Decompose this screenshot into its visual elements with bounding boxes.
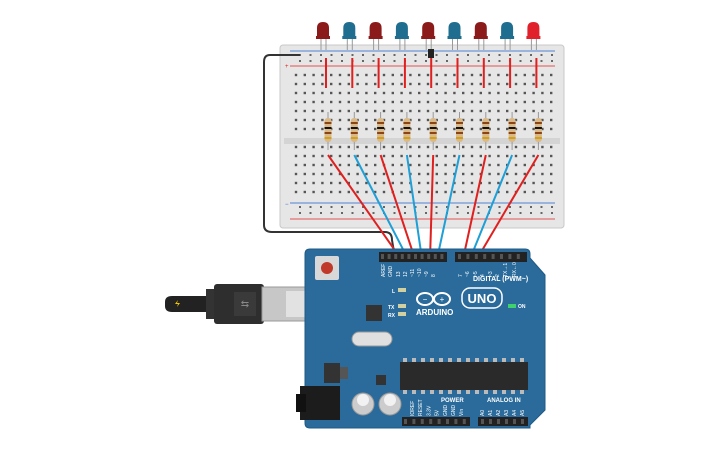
- resistor-1: [324, 112, 332, 150]
- resistor-4: [403, 112, 411, 150]
- plus-marker: +: [285, 64, 289, 70]
- pin-label: 7: [458, 274, 464, 277]
- led-3[interactable]: [368, 22, 383, 50]
- header-power: [402, 417, 470, 426]
- pin-label: ~9: [424, 271, 430, 277]
- resistor-row: [324, 112, 542, 150]
- wire-res-8[interactable]: [469, 154, 514, 260]
- resistor-3: [377, 112, 385, 150]
- power-header-label: POWER: [441, 398, 464, 404]
- pin-label: TX→1: [503, 263, 509, 277]
- power-pin-label: GND: [451, 405, 457, 417]
- usb-connector: ⇆: [165, 284, 313, 324]
- led-9[interactable]: [526, 22, 541, 50]
- power-pin-label: 3.3V: [426, 405, 432, 416]
- pin-label: ~5: [473, 271, 479, 277]
- pin-label: GND: [388, 266, 394, 278]
- ground-wire[interactable]: [263, 54, 396, 259]
- svg-text:+: +: [440, 295, 445, 304]
- digital-header-label: DIGITAL (PWM~): [473, 276, 528, 283]
- resistor-6: [456, 112, 463, 150]
- pin-label: 8: [431, 274, 437, 277]
- power-pin-label: GND: [443, 405, 449, 417]
- analog-pin-label: A2: [496, 410, 502, 416]
- usb-chip: [366, 305, 382, 321]
- pin-label: 13: [396, 271, 402, 277]
- resistor-7: [482, 112, 490, 150]
- pin-label: RX←0: [512, 262, 518, 277]
- pin-label: ~10: [417, 268, 423, 277]
- wire-res-3[interactable]: [379, 154, 416, 260]
- crystal: [351, 331, 393, 347]
- analog-pin-label: A4: [512, 410, 518, 416]
- on-led: [508, 304, 516, 308]
- led-6[interactable]: [447, 22, 462, 50]
- pin-label: 4: [480, 274, 486, 277]
- led-8[interactable]: [500, 22, 515, 50]
- l-label: L: [392, 289, 395, 295]
- pin-label: ~3: [488, 271, 494, 277]
- analog-pin-label: A5: [520, 410, 526, 416]
- pin-label: ~6: [465, 271, 471, 277]
- analog-pin-label: A3: [504, 410, 510, 416]
- resistor-8: [508, 112, 516, 150]
- header-top-left: [379, 252, 447, 262]
- rx-label: RX: [388, 313, 396, 319]
- analog-pin-label: A0: [480, 410, 486, 416]
- tx-label: TX: [388, 305, 395, 311]
- wire-res-6[interactable]: [436, 154, 461, 260]
- pin-label: 2: [495, 274, 501, 277]
- usb-icon: ⇆: [241, 299, 249, 310]
- led-5[interactable]: [421, 22, 436, 50]
- wire-res-7[interactable]: [462, 154, 487, 260]
- pin-label: ~11: [410, 269, 416, 277]
- header-analog: [478, 417, 528, 426]
- power-jack: [300, 386, 340, 420]
- resistor-9: [534, 112, 542, 150]
- wire-res-5[interactable]: [429, 154, 435, 260]
- reset-button[interactable]: [321, 262, 333, 274]
- header-top-right: [455, 252, 527, 262]
- model-label: UNO: [468, 291, 497, 306]
- wire-res-1[interactable]: [327, 154, 402, 260]
- led-7[interactable]: [473, 22, 488, 50]
- pin-label: AREF: [381, 264, 387, 277]
- arduino-logo: − + ARDUINO: [416, 292, 453, 317]
- atmega-chip: [400, 362, 528, 390]
- power-pin-label: RESET: [418, 399, 424, 416]
- brand-label: ARDUINO: [416, 308, 453, 317]
- pin-label: 12: [403, 271, 409, 277]
- analog-pin-label: A1: [488, 410, 494, 416]
- ground-jumper: [428, 49, 434, 58]
- wire-res-4[interactable]: [405, 154, 423, 260]
- wire-res-9[interactable]: [476, 154, 540, 260]
- led-row: [316, 22, 541, 50]
- wire-group: [325, 58, 540, 260]
- power-pin-label: Vin: [459, 409, 465, 416]
- led-4[interactable]: [394, 22, 409, 50]
- power-pin-label: IOREF: [410, 401, 416, 416]
- svg-text:−: −: [423, 295, 428, 304]
- lightning-icon: [175, 300, 180, 307]
- analog-header-label: ANALOG IN: [487, 398, 521, 404]
- minus-marker: −: [285, 202, 289, 208]
- led-1[interactable]: [316, 22, 330, 50]
- breadboard: + −: [279, 44, 565, 229]
- resistor-2: [350, 112, 358, 150]
- wire-res-2[interactable]: [353, 154, 409, 260]
- power-pin-label: 5V: [435, 409, 441, 416]
- resistor-5: [429, 112, 437, 150]
- led-2[interactable]: [342, 22, 357, 50]
- on-label: ON: [518, 304, 526, 310]
